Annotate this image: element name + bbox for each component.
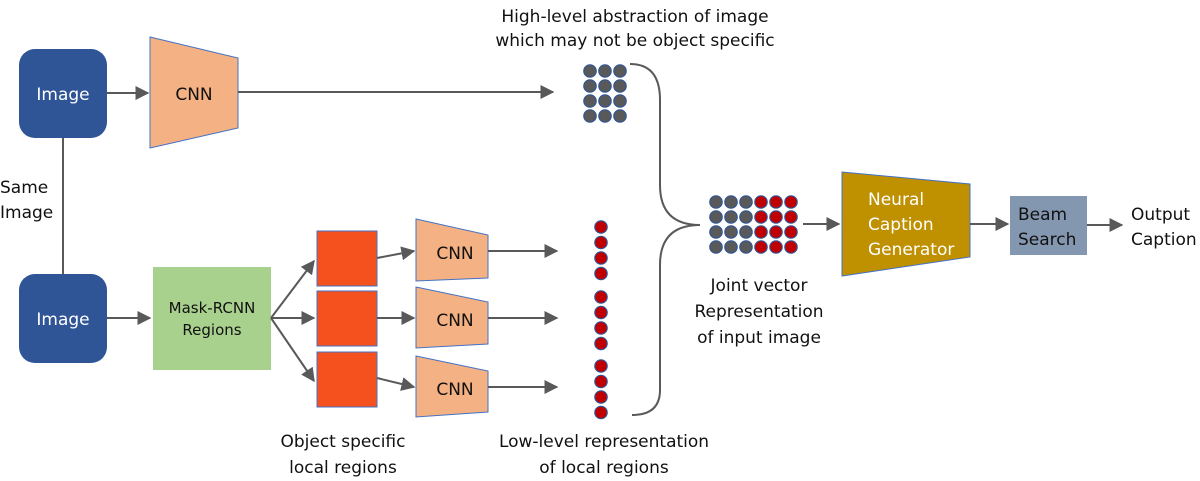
feature-dot [739,225,753,239]
feature-dot [594,359,608,373]
feature-dot [709,240,723,254]
low-level-caption-line2: of local regions [539,458,669,478]
joint-caption-line1: Joint vector [710,276,808,296]
feature-dot [739,210,753,224]
mask-rcnn-box [153,267,271,370]
output-caption-line1: Output [1131,205,1190,225]
feature-dot [754,240,768,254]
regions-caption-line1: Object specific [280,432,405,452]
beam-search-label-line2: Search [1018,230,1076,250]
region-cnn-1-label: CNN [436,244,473,264]
feature-dot [754,225,768,239]
region-cnn-3 [415,355,489,418]
feature-dot [594,405,608,420]
feature-dot [594,251,608,265]
feature-dot [739,240,753,254]
feature-dot [594,374,608,389]
top-cnn-trapezoid [149,36,239,149]
merge-brace [629,63,701,416]
feature-dot [613,109,627,123]
feature-dot [769,240,783,254]
feature-dot [769,225,783,239]
feature-dot [594,220,608,234]
regions-caption-line2: local regions [289,458,397,478]
region-cnn-3-label: CNN [436,380,473,400]
mask-rcnn-label-line1: Mask-RCNN [169,299,256,317]
feature-dot [724,195,738,209]
region-cnn-1 [415,218,489,282]
joint-feature-grid [709,195,798,254]
bottom-image-label: Image [36,310,89,330]
feature-dot [598,109,612,123]
feature-dot [754,210,768,224]
feature-dot [594,390,608,404]
generator-label-line2: Caption [868,215,934,235]
feature-dot [583,79,597,93]
feature-dot [598,79,612,93]
region-box-2 [316,290,378,347]
bottom-image-box [19,274,107,363]
feature-dot [724,210,738,224]
caption-generator-trapezoid [841,171,971,277]
feature-dot [613,94,627,108]
region-box-1 [316,230,378,287]
feature-dot [724,225,738,239]
edge-region1-to-cnn1 [376,246,416,261]
feature-dot [594,266,608,281]
feature-dot [784,225,798,239]
output-caption-line2: Caption [1131,230,1197,250]
feature-dot [583,94,597,108]
feature-dot [583,109,597,123]
region-cnn-2 [415,286,489,349]
low-level-feature-column [594,220,608,420]
feature-dot [709,195,723,209]
feature-dot [709,225,723,239]
feature-dot [594,336,608,351]
feature-dot [754,195,768,209]
feature-dot [594,235,608,250]
feature-dot [709,210,723,224]
feature-dot [598,64,612,78]
feature-dot [598,94,612,108]
joint-caption-line2: Representation [694,302,823,322]
region-box-3 [316,351,378,408]
low-level-caption-line1: Low-level representation [499,432,709,452]
top-image-box [19,49,107,138]
same-image-label-line1: Same [0,178,48,198]
feature-dot [724,240,738,254]
top-image-label: Image [36,85,89,105]
feature-dot [784,210,798,224]
generator-label-line3: Generator [868,240,954,260]
beam-search-box [1010,196,1087,255]
feature-dot [769,195,783,209]
region-cnn-2-label: CNN [436,311,473,331]
joint-caption-line3: of input image [697,328,821,348]
same-image-label-line2: Image [0,203,53,223]
abstraction-caption-line1: High-level abstraction of image [501,7,768,27]
feature-dot [613,64,627,78]
mask-rcnn-label-line2: Regions [182,321,241,339]
feature-dot [583,64,597,78]
top-cnn-label: CNN [175,85,212,105]
feature-dot [594,321,608,335]
feature-dot [784,240,798,254]
feature-dot [739,195,753,209]
feature-dot [594,305,608,320]
high-level-feature-grid [583,64,627,123]
feature-dot [769,210,783,224]
edge-maskrcnn-to-region1 [270,259,315,319]
feature-dot [613,79,627,93]
generator-label-line1: Neural [868,190,924,210]
beam-search-label-line1: Beam [1018,205,1067,225]
feature-dot [594,290,608,304]
abstraction-caption-line2: which may not be object specific [495,31,774,51]
edge-maskrcnn-to-region3 [270,317,315,383]
edge-region3-to-cnn3 [376,377,416,391]
feature-dot [784,195,798,209]
